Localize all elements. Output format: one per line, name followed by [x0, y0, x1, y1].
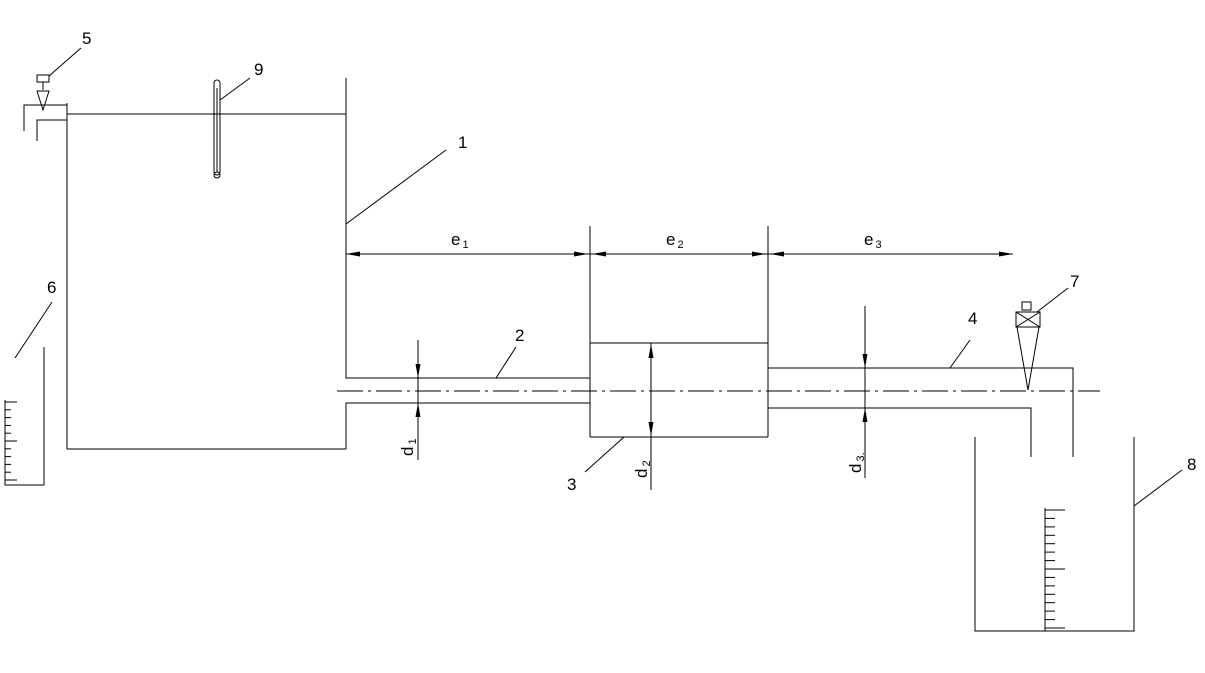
leader-9 — [219, 77, 251, 101]
inlet-valve — [23, 47, 82, 141]
callout-4: 4 — [968, 309, 977, 328]
outlet-pipe — [768, 339, 1074, 457]
expansion-chamber — [584, 226, 769, 473]
dim-d2-label: d2 — [632, 460, 653, 478]
leader-5 — [48, 47, 82, 77]
dimension-d — [415, 306, 868, 490]
leader-7 — [1036, 287, 1069, 313]
leader-3 — [584, 436, 625, 473]
callout-8: 8 — [1187, 455, 1196, 474]
callout-9: 9 — [254, 60, 263, 79]
leader-2 — [495, 346, 517, 379]
callout-7: 7 — [1070, 272, 1079, 291]
callout-1: 1 — [458, 133, 467, 152]
dimension-e — [346, 251, 1013, 257]
callout-5: 5 — [82, 29, 91, 48]
leader-4 — [949, 339, 971, 369]
callout-2: 2 — [515, 326, 524, 345]
leader-1 — [345, 149, 447, 225]
main-tank — [66, 78, 590, 450]
dim-d1-label: d1 — [398, 438, 419, 456]
dim-d3-label: d3. — [846, 452, 867, 473]
measuring-vessel-6 — [4, 301, 53, 486]
outlet-valve — [1015, 287, 1069, 391]
thermometer — [213, 77, 251, 179]
callout-3: 3 — [567, 475, 576, 494]
leader-8 — [1133, 469, 1183, 507]
leader-6 — [14, 301, 53, 359]
collecting-vessel-8 — [974, 437, 1183, 632]
callout-6: 6 — [47, 278, 56, 297]
